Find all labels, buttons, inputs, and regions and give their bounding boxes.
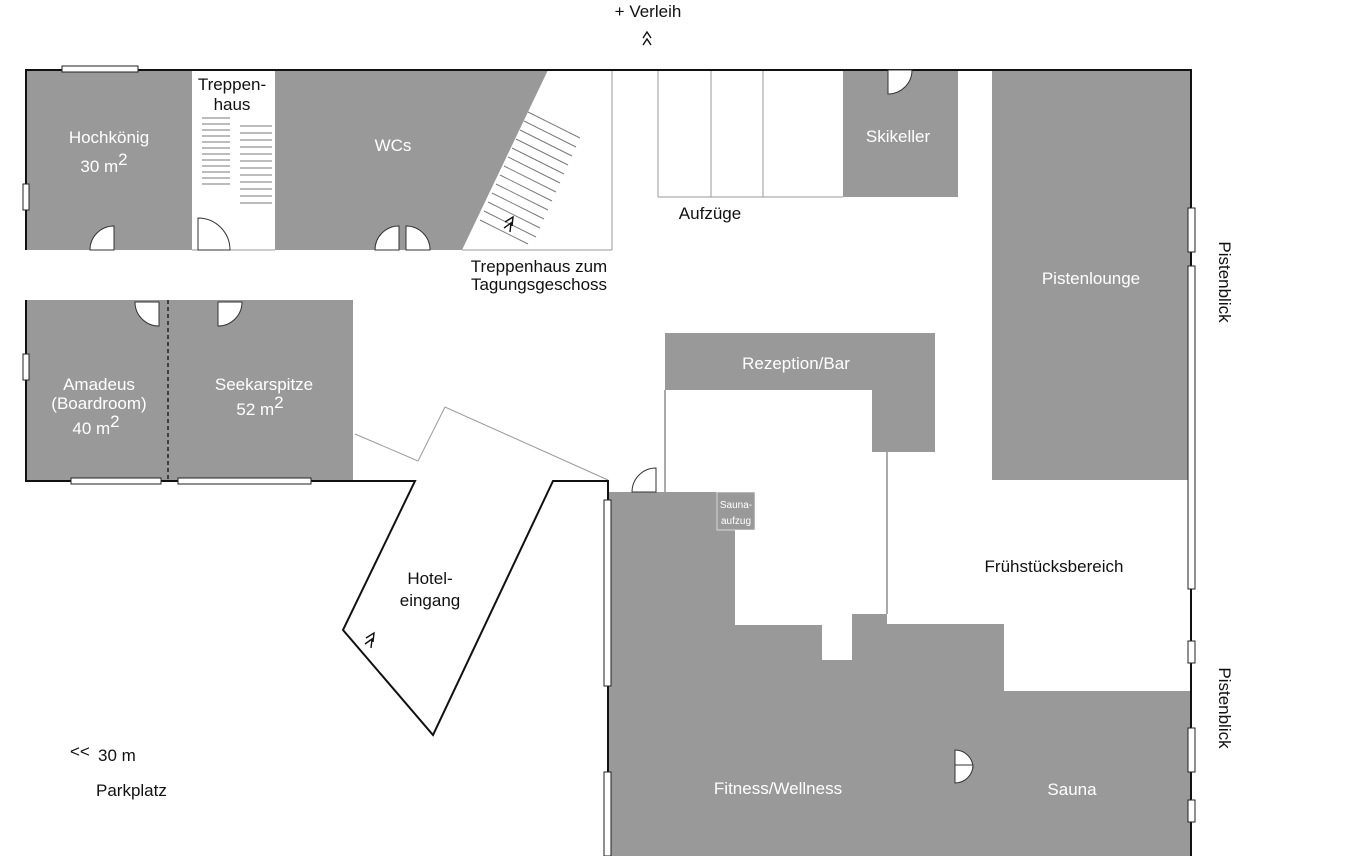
room-skikeller[interactable]	[843, 70, 958, 197]
room-label-amadeus: Amadeus	[63, 375, 135, 394]
room-label-hochkoenig: Hochkönig	[69, 128, 149, 147]
room-label-pistenlounge: Pistenlounge	[1042, 269, 1140, 288]
label-treppenhaus-1: Treppen-	[198, 75, 266, 94]
label-treppenhaus-tagung-1: Treppenhaus zum	[471, 257, 607, 276]
label-distance: 30 m	[98, 746, 136, 765]
room-area-hochkoenig: 30 m2	[80, 150, 127, 176]
reception-outline	[664, 390, 888, 614]
label-pistenblick-bottom: Pistenblick	[1215, 667, 1234, 749]
label-distance-arrow: <<	[70, 742, 90, 761]
room-amadeus[interactable]	[26, 300, 168, 481]
room-subtitle-amadeus: (Boardroom)	[51, 394, 146, 413]
room-area-seekarspitze: 52 m2	[236, 393, 283, 419]
room-seekarspitze[interactable]	[168, 300, 353, 481]
label-verleih: + Verleih	[615, 2, 682, 21]
room-label-fitness-wellness: Fitness/Wellness	[714, 779, 842, 798]
label-treppenhaus-2: haus	[214, 95, 251, 114]
label-sauna-lift-1: Sauna-	[720, 500, 752, 511]
room-label-seekarspitze: Seekarspitze	[215, 375, 313, 394]
label-aufzuege: Aufzüge	[679, 204, 741, 223]
room-area-amadeus: 40 m2	[72, 412, 119, 438]
room-sauna[interactable]	[955, 691, 1191, 856]
label-fruehstuecksbereich: Frühstücksbereich	[985, 557, 1124, 576]
label-hoteleingang-2: eingang	[400, 591, 461, 610]
windows	[22, 65, 1196, 856]
elevator-shafts	[657, 70, 843, 198]
room-fitness-wellness[interactable]	[608, 492, 1004, 856]
room-pistenlounge[interactable]	[992, 70, 1190, 480]
room-wcs[interactable]	[275, 70, 548, 250]
label-hoteleingang-1: Hotel-	[407, 569, 452, 588]
label-pistenblick-top: Pistenblick	[1215, 241, 1234, 323]
sauna-lift[interactable]	[716, 491, 756, 531]
entrance-canopy	[354, 406, 609, 481]
room-label-sauna: Sauna	[1047, 780, 1097, 799]
stair-lines-treppenhaus	[192, 117, 275, 251]
label-treppenhaus-tagung-2: Tagungsgeschoss	[471, 275, 607, 294]
room-label-rezeption-bar: Rezeption/Bar	[742, 354, 850, 373]
room-hochkoenig[interactable]	[26, 70, 192, 250]
room-rezeption-bar[interactable]	[665, 333, 935, 452]
direction-arrows	[364, 30, 652, 649]
room-label-wcs: WCs	[375, 136, 412, 155]
label-sauna-lift-2: aufzug	[721, 516, 751, 527]
room-label-skikeller: Skikeller	[866, 127, 931, 146]
doors	[89, 69, 974, 784]
label-parkplatz: Parkplatz	[96, 781, 167, 800]
